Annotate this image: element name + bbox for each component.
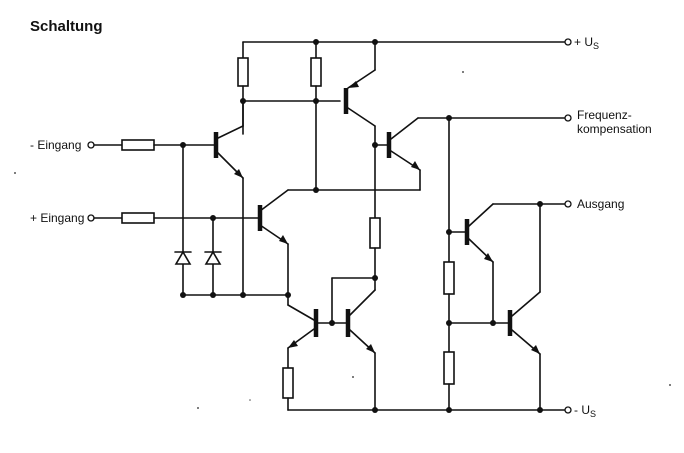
label-freq-comp-line2: kompensation xyxy=(577,122,652,136)
terminal-output xyxy=(564,200,572,208)
terminal-neg-input xyxy=(87,141,95,149)
neg-input-path: - Eingang xyxy=(30,138,215,152)
resistor-top-middle xyxy=(310,41,322,191)
label-output: Ausgang xyxy=(577,197,624,211)
resistor-middle xyxy=(369,217,381,279)
terminal-pos-input xyxy=(87,214,95,222)
output-stage: Ausgang xyxy=(443,117,624,411)
terminal-pos-supply xyxy=(564,38,572,46)
transistor-input-neg xyxy=(213,100,244,296)
transistor-freq-comp: Frequenz- kompensation xyxy=(374,108,652,191)
label-neg-input: - Eingang xyxy=(30,138,81,152)
resistor-mirror-emitter xyxy=(282,367,294,399)
label-pos-supply: + US xyxy=(574,35,599,51)
label-neg-supply: - US xyxy=(574,403,596,419)
resistor-output-lower xyxy=(443,351,455,385)
scan-specks xyxy=(14,71,671,409)
terminal-neg-supply xyxy=(564,406,572,414)
junction-dots xyxy=(180,39,543,413)
resistor-output-upper xyxy=(443,261,455,295)
positive-supply-rail: + US xyxy=(242,35,599,51)
diode-left xyxy=(174,250,192,265)
resistor-neg-input xyxy=(121,139,155,151)
pos-input-path: + Eingang xyxy=(30,211,259,225)
current-mirror xyxy=(282,277,376,411)
diode-right xyxy=(204,250,222,265)
transistor-pnp-top xyxy=(343,41,376,219)
terminal-freq-comp xyxy=(564,114,572,122)
transistor-input-pos xyxy=(257,189,289,296)
schematic-title: Schaltung xyxy=(30,18,103,35)
negative-supply-rail: - US xyxy=(287,403,596,419)
resistor-pos-input xyxy=(121,212,155,224)
label-pos-input: + Eingang xyxy=(30,211,84,225)
protection-diodes xyxy=(174,144,289,296)
label-freq-comp-line1: Frequenz- xyxy=(577,108,632,122)
